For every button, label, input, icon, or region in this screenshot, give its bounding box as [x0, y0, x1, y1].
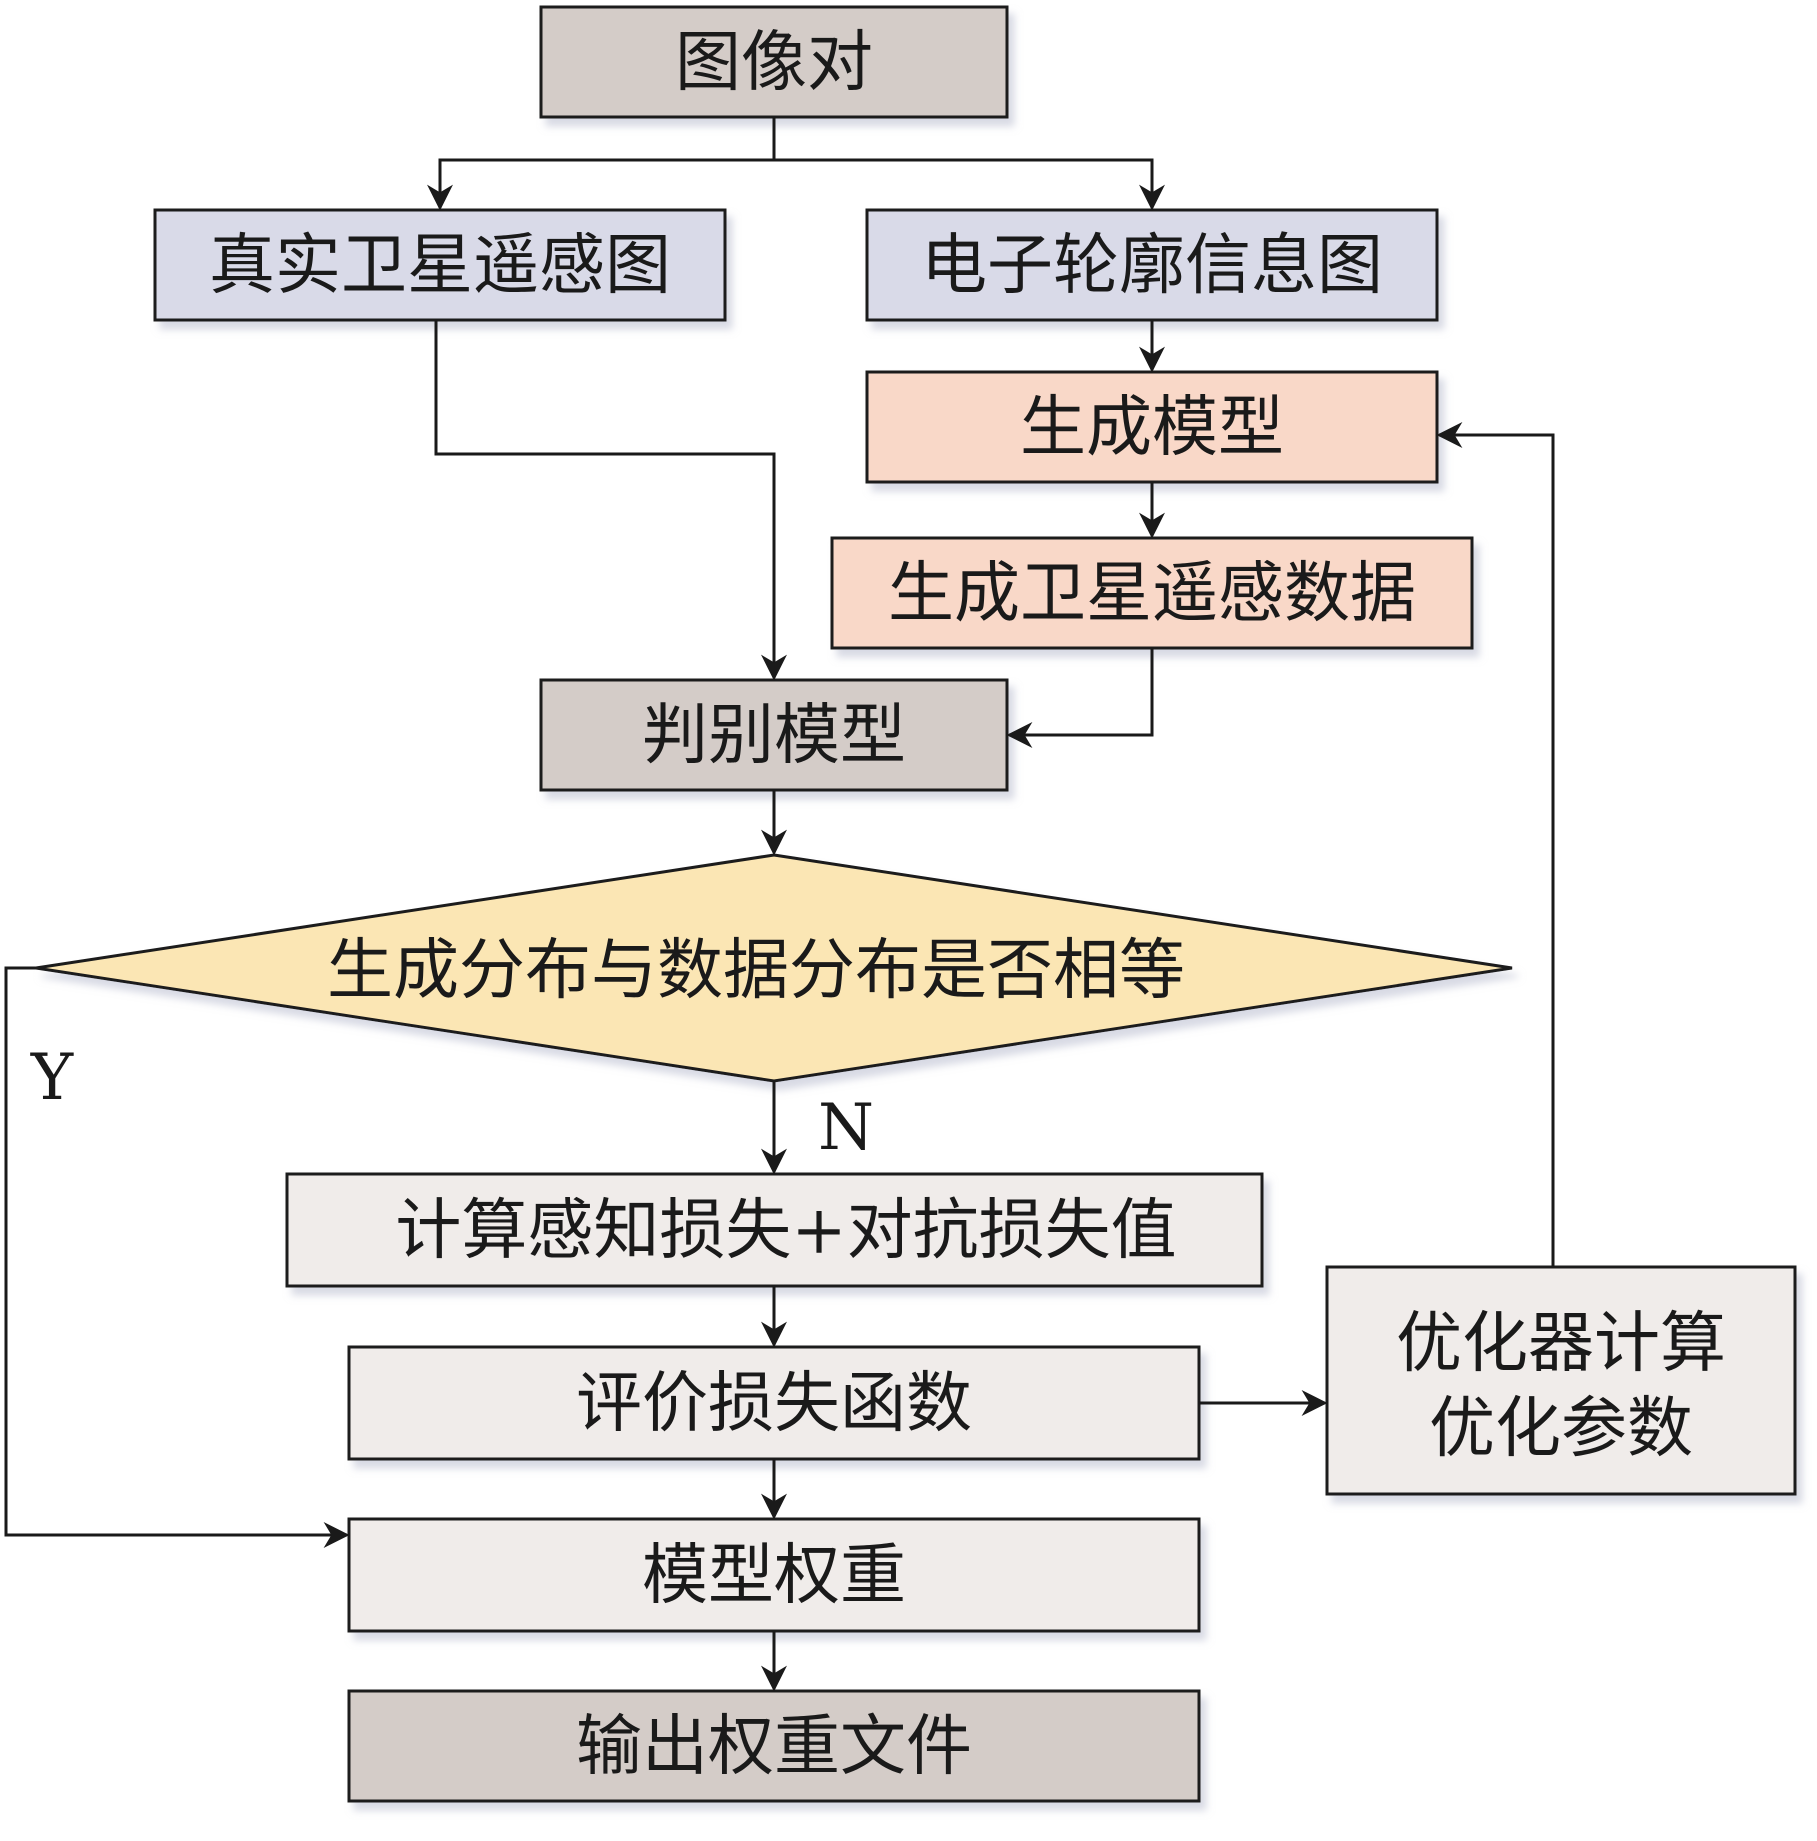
- node-optimizer-label-line2: 优化参数: [1429, 1390, 1693, 1467]
- connector-to-electronic-contour: [774, 158, 1165, 211]
- connector-optimizer-to-generator: [1436, 422, 1555, 1267]
- node-real-satellite: 真实卫星遥感图: [153, 208, 727, 322]
- node-generated-data-label: 生成卫星遥感数据: [888, 555, 1416, 632]
- node-compute-loss: 计算感知损失+对抗损失值: [285, 1172, 1264, 1288]
- connectors: [4, 117, 1555, 1692]
- node-electronic-contour: 电子轮廓信息图: [865, 208, 1439, 322]
- node-image-pair: 图像对: [539, 5, 1009, 119]
- connector-real-to-discriminator: [434, 320, 787, 681]
- node-decision: 生成分布与数据分布是否相等: [35, 853, 1513, 1083]
- node-discriminator: 判别模型: [539, 678, 1009, 792]
- node-generator-label: 生成模型: [1020, 389, 1284, 466]
- node-discriminator-label: 判别模型: [642, 697, 906, 774]
- node-model-weights: 模型权重: [347, 1517, 1201, 1633]
- branch-label-yes: Y: [30, 1041, 74, 1115]
- node-optimizer: 优化器计算 优化参数: [1325, 1265, 1797, 1496]
- node-evaluate-loss: 评价损失函数: [347, 1345, 1201, 1461]
- node-image-pair-label: 图像对: [675, 24, 873, 101]
- connector-to-real-satellite: [427, 158, 774, 211]
- node-generated-data: 生成卫星遥感数据: [830, 536, 1474, 650]
- node-evaluate-loss-label: 评价损失函数: [576, 1365, 972, 1442]
- node-generator: 生成模型: [865, 370, 1439, 484]
- branch-label-no: N: [818, 1091, 874, 1165]
- node-output-weights-label: 输出权重文件: [576, 1708, 972, 1785]
- connector-generated-to-discriminator: [1006, 648, 1154, 748]
- node-output-weights: 输出权重文件: [347, 1689, 1201, 1803]
- connector-decision-yes: [4, 966, 350, 1548]
- node-model-weights-label: 模型权重: [642, 1537, 906, 1614]
- node-optimizer-label-line1: 优化器计算: [1396, 1305, 1726, 1382]
- node-electronic-contour-label: 电子轮廓信息图: [921, 227, 1383, 304]
- node-real-satellite-label: 真实卫星遥感图: [209, 227, 671, 304]
- node-decision-label: 生成分布与数据分布是否相等: [327, 932, 1185, 1009]
- node-compute-loss-label: 计算感知损失+对抗损失值: [395, 1192, 1176, 1269]
